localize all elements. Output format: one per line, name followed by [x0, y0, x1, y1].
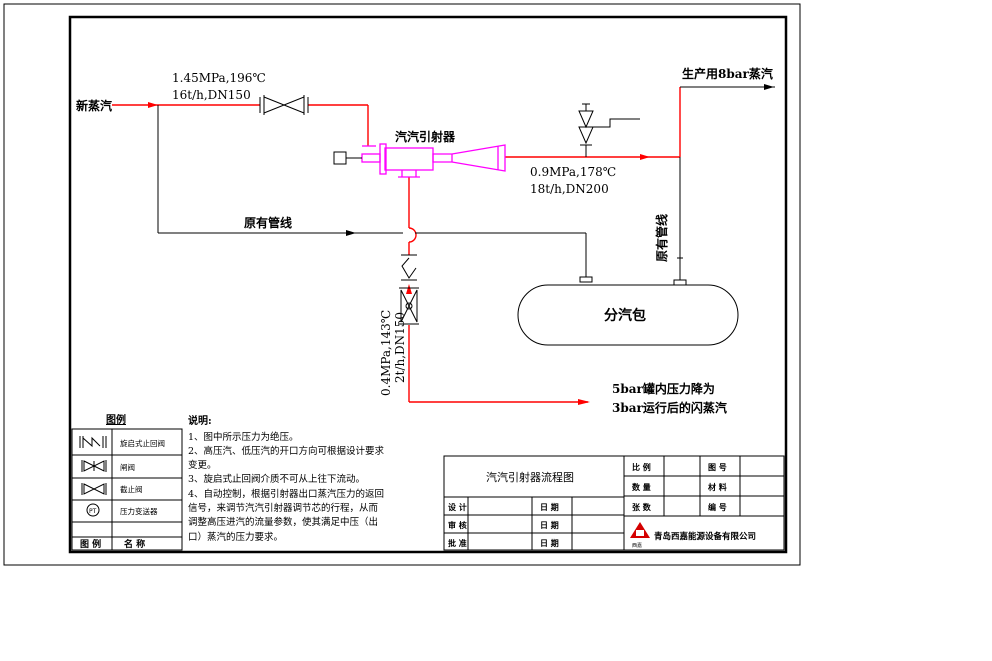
- flow-arrow: [640, 154, 650, 160]
- swing-check-valve-icon: [79, 436, 107, 448]
- production-steam-label: 生产用8bar蒸汽: [682, 66, 773, 81]
- flow-arrow: [148, 102, 158, 108]
- note-line: 调整高压进汽的流量参数，使其满足中压（出: [188, 516, 378, 528]
- actuator-icon: [333, 151, 362, 165]
- sheets-label: 张 数: [632, 502, 652, 512]
- flow-arrow: [578, 399, 590, 405]
- legend-footer-name: 名 称: [124, 538, 145, 550]
- note-line: 2、高压汽、低压汽的开口方向可根据设计要求: [188, 445, 385, 457]
- material-label: 材 料: [708, 482, 727, 492]
- globe-valve-icon: [81, 483, 107, 495]
- date-label: 日 期: [540, 538, 559, 548]
- flash-flow-label: 2t/h,DN150: [393, 312, 407, 383]
- company-name: 青岛西嘉能源设备有限公司: [654, 531, 756, 542]
- note-line: 1、图中所示压力为绝压。: [188, 431, 299, 443]
- notes-title: 说明:: [188, 414, 212, 427]
- flow-arrow: [346, 230, 356, 236]
- date-label: 日 期: [540, 502, 559, 512]
- ejector-label: 汽汽引射器: [395, 129, 456, 144]
- inlet-flow-label: 16t/h,DN150: [172, 88, 251, 102]
- inlet-pressure-label: 1.45MPa,196℃: [172, 71, 266, 85]
- note-line: 4、自动控制，根据引射器出口蒸汽压力的返回: [188, 488, 384, 500]
- note-line: 3、旋启式止回阀介质不可从上往下流动。: [188, 473, 365, 485]
- flash-note-line1: 5bar罐内压力降为: [612, 381, 715, 396]
- outlet-pressure-label: 0.9MPa,178℃: [530, 165, 616, 179]
- approve-label: 批 准: [448, 538, 467, 548]
- existing-pipe-label: 原有管线: [244, 215, 292, 230]
- flash-note-line2: 3bar运行后的闪蒸汽: [612, 400, 727, 415]
- safety-valve-icon: [578, 103, 640, 157]
- legend-label: 截止阀: [120, 484, 143, 494]
- crossover-arc: [408, 227, 417, 243]
- inlet-gate-valve-icon: [259, 95, 309, 115]
- steam-header-vessel: [517, 284, 739, 346]
- header-nozzle: [579, 276, 593, 283]
- legend-footer-symbol: 图 例: [80, 538, 101, 550]
- globe-valve-vertical: [399, 287, 419, 325]
- gate-valve-icon: [81, 460, 107, 472]
- drawing-title: 汽汽引射器流程图: [486, 470, 574, 484]
- existing-pipework: [157, 86, 775, 280]
- number-label: 编 号: [708, 502, 727, 512]
- outer-frame: [3, 3, 801, 566]
- date-label: 日 期: [540, 520, 559, 530]
- steam-lines: [112, 87, 681, 403]
- scale-label: 比 例: [632, 462, 651, 472]
- flow-arrow: [764, 84, 774, 90]
- quantity-label: 数 量: [632, 482, 651, 492]
- existing-pipe-label-vertical: 原有管线: [654, 214, 669, 262]
- drawing-no-label: 图 号: [708, 462, 727, 472]
- legend-table: [71, 428, 183, 551]
- flow-arrow: [406, 284, 412, 294]
- flash-pressure-label: 0.4MPa,143℃: [379, 310, 393, 396]
- header-nozzle: [673, 279, 687, 286]
- legend-label: 旋启式止回阀: [120, 438, 165, 448]
- pressure-transmitter-icon: PT: [86, 503, 100, 517]
- note-line: 口）蒸汽的压力要求。: [188, 531, 283, 543]
- outlet-flow-label: 18t/h,DN200: [530, 182, 609, 196]
- swing-check-valve-vertical: [401, 254, 417, 281]
- logo-text: 西嘉: [632, 542, 642, 549]
- fresh-steam-label: 新蒸汽: [76, 98, 112, 113]
- inner-frame: [68, 15, 788, 554]
- steam-ejector: [361, 143, 506, 178]
- company-logo: 西嘉: [630, 522, 650, 549]
- legend-label: 闸阀: [120, 463, 135, 472]
- note-line: 变更。: [188, 459, 217, 471]
- legend-label: 压力变送器: [120, 506, 158, 516]
- svg-text:PT: PT: [89, 508, 97, 515]
- title-block-grid: [443, 455, 785, 551]
- design-label: 设 计: [448, 502, 467, 512]
- legend-title: 图例: [106, 413, 126, 426]
- header-label: 分汽包: [604, 307, 646, 324]
- review-label: 审 核: [448, 520, 467, 530]
- note-line: 信号，来调节汽汽引射器调节芯的行程，从而: [188, 502, 379, 514]
